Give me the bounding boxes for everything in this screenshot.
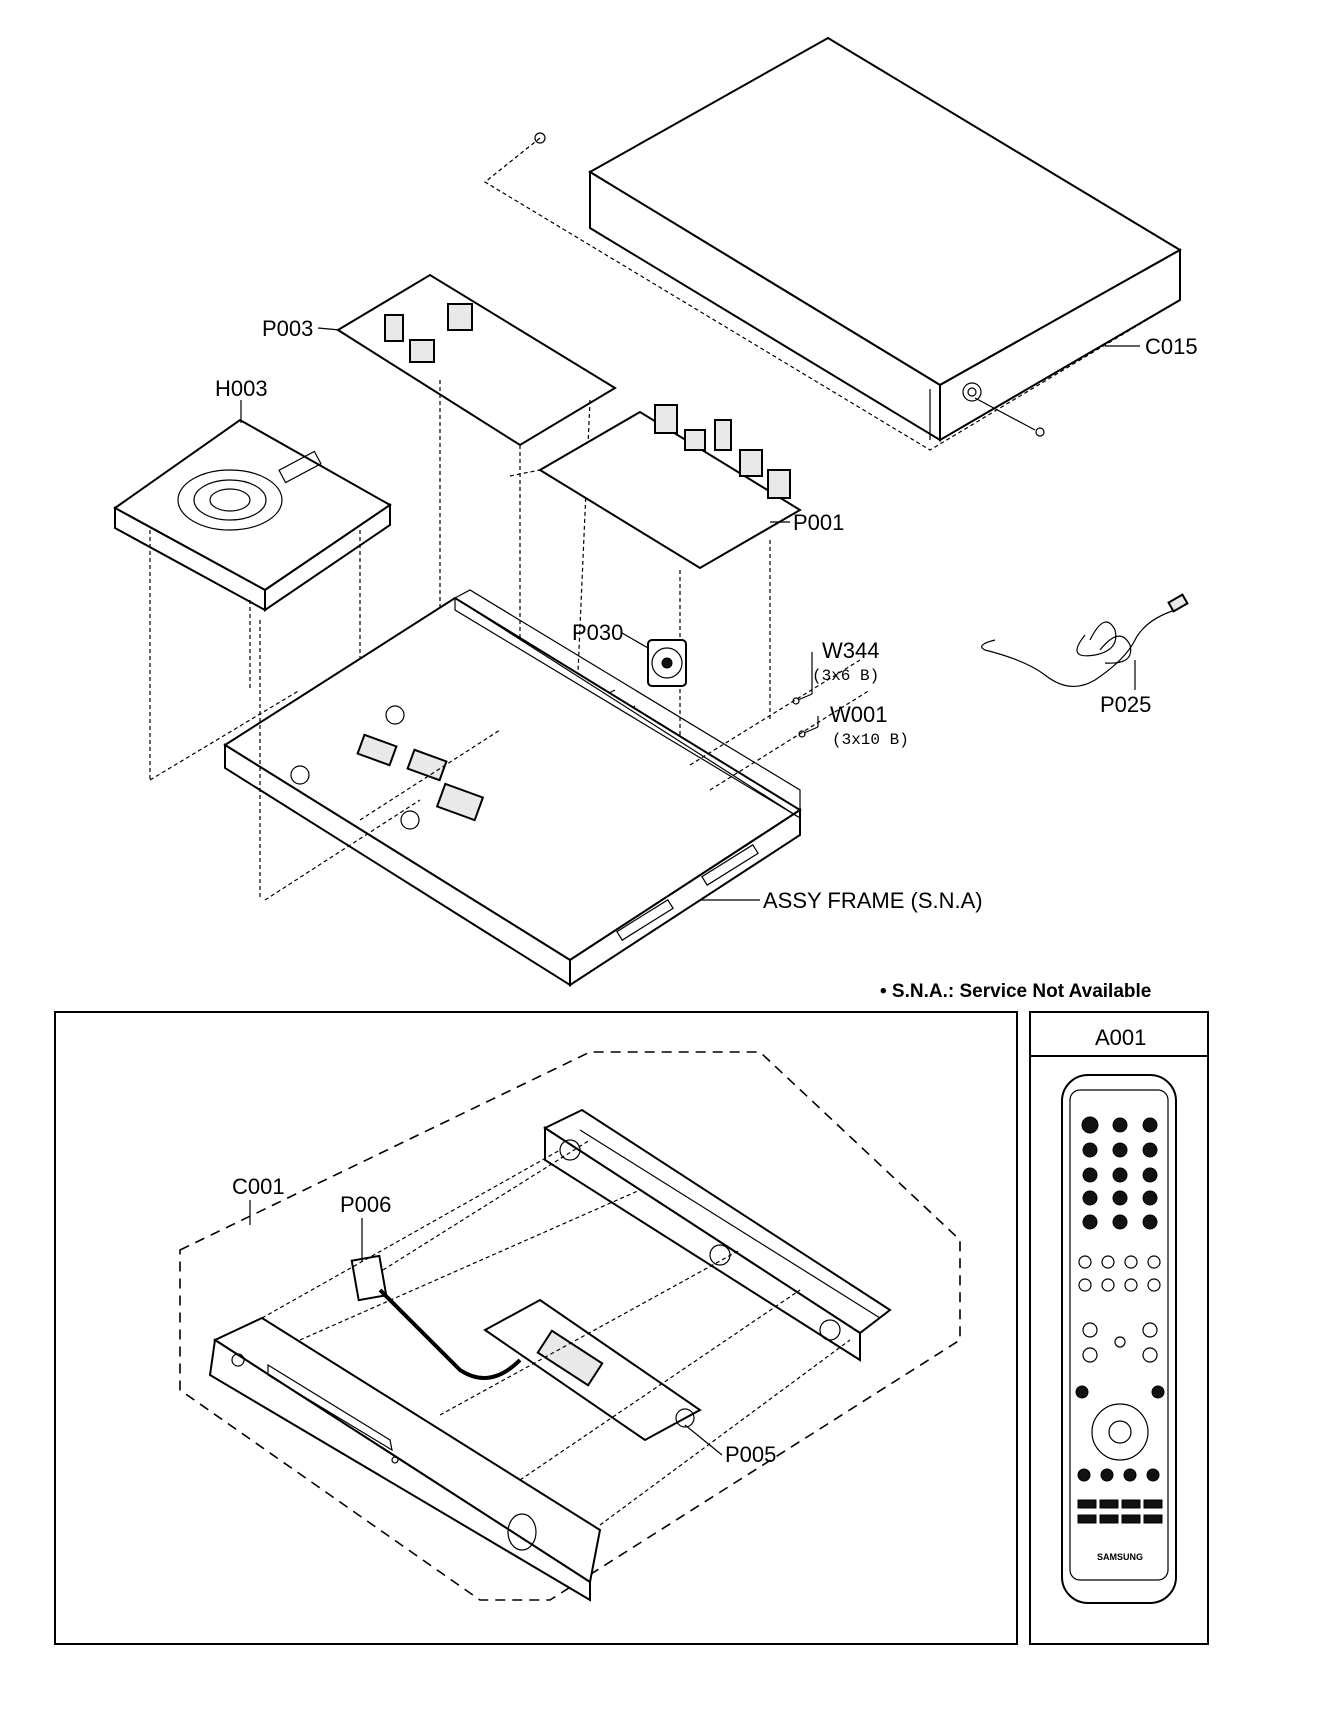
bottom-leader-lines [249,1200,723,1456]
label-assy-frame: ASSY FRAME (S.N.A) [763,888,983,913]
front-panel-group-outline [179,1051,961,1601]
label-a001: A001 [1095,1025,1146,1050]
label-w001: W001 [830,702,887,727]
sna-note: • S.N.A.: Service Not Available [880,981,1151,1002]
power-cord-p025 [981,593,1189,690]
front-panel-c001 [208,1316,602,1602]
label-p005: P005 [725,1442,776,1467]
label-p001: P001 [793,510,844,535]
label-h003: H003 [215,376,268,401]
label-w344-spec: (3x6 B) [812,667,879,685]
label-p003: P003 [262,316,313,341]
remote-brand: SAMSUNG [1097,1552,1143,1562]
fan-p030 [600,639,687,714]
label-p006: P006 [340,1192,391,1217]
label-c015: C015 [1145,334,1198,359]
pcb-p005 [483,1298,702,1442]
label-c001: C001 [232,1174,285,1199]
label-w344: W344 [822,638,879,663]
bottom-dash-lines [261,1139,851,1526]
label-p025: P025 [1100,692,1151,717]
dvd-loader-h003 [113,418,392,780]
pcb-p006 [350,1254,522,1380]
assy-frame-chassis [149,589,871,987]
label-p030: P030 [572,620,623,645]
leader-lines [240,327,1140,901]
label-w001-spec: (3x10 B) [832,731,909,749]
top-cover-c015 [483,36,1182,451]
screw-w344 [792,693,813,705]
remote-control-a001: SAMSUNG [1061,1074,1177,1604]
